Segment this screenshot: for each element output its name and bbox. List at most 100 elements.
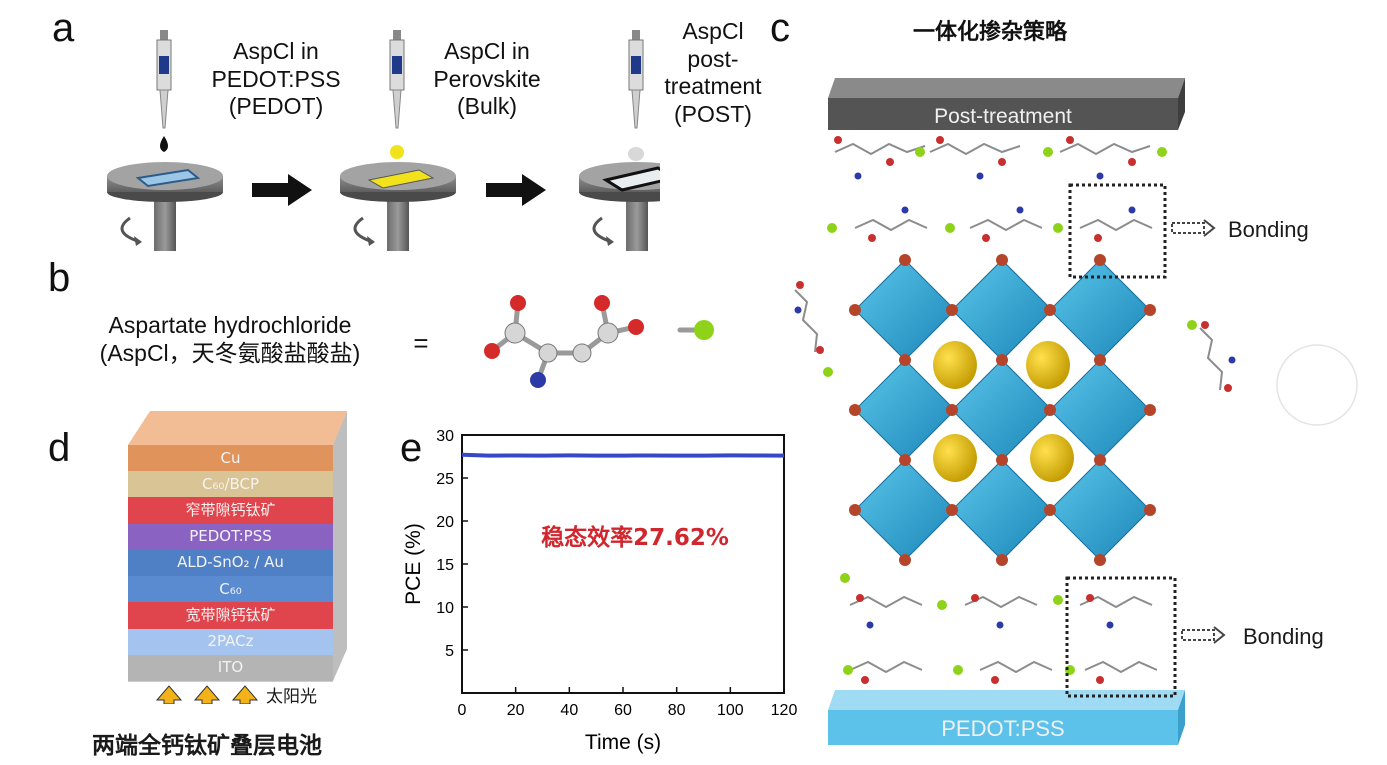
x-tick-label: 120: [771, 702, 798, 719]
pedot-pss-slab: [828, 690, 1185, 745]
x-tick-label: 0: [458, 702, 467, 719]
step-1-caption: AspCl in PEDOT:PSS (PEDOT): [196, 38, 356, 121]
caption-line: AspCl in: [444, 38, 530, 64]
panel-a-label: a: [52, 6, 75, 50]
x-tick-label: 20: [507, 702, 525, 719]
layer-label: ITO: [217, 658, 244, 677]
droplet-yellow: [390, 145, 404, 159]
arrow-icon: [252, 174, 312, 206]
caption-line: (POST): [674, 100, 752, 127]
arrow-icon: [486, 174, 546, 206]
sunlight-label: 太阳光: [266, 687, 317, 707]
caption-line: AspCl: [682, 18, 744, 44]
sun-arrow-icon: [231, 685, 259, 704]
spin-coater-step-1: [107, 30, 223, 251]
oxygen-atom: [594, 295, 610, 311]
layer: ITO: [128, 654, 333, 683]
pipette-icon: [156, 30, 172, 129]
bonding-arrow-icon: [1171, 219, 1226, 644]
layer-label: 2PACz: [207, 632, 254, 651]
bonding-box-bottom: [1065, 576, 1177, 698]
pedot-pss-label: PEDOT:PSS: [941, 716, 1065, 741]
layer: C₆₀/BCP: [128, 471, 333, 499]
layer-label: PEDOT:PSS: [189, 527, 272, 546]
a-site-cations: [933, 341, 1074, 482]
spin-coating-illustration: [107, 30, 660, 251]
layer: ALD-SnO₂ / Au: [128, 549, 333, 578]
layer-label: C₆₀: [219, 579, 242, 598]
caption-line: (Bulk): [456, 93, 518, 120]
empty-circle-marker: [1276, 344, 1358, 426]
nitrogen-atom: [530, 372, 546, 388]
panel-e-label: e: [400, 426, 423, 470]
bonding-box-top: [1068, 183, 1167, 279]
y-axis-label: PCE (%): [402, 523, 425, 605]
sun-arrow-icon: [193, 685, 221, 704]
layer: 窄带隙钙钛矿: [128, 497, 333, 526]
y-tick-label: 20: [436, 514, 454, 531]
stack-perspective: [128, 411, 347, 681]
oxygen-atom: [510, 295, 526, 311]
layer: Cu: [128, 445, 333, 473]
y-tick-label: 25: [436, 471, 454, 488]
bonding-label-top: Bonding: [1228, 217, 1309, 242]
molecule-name-en: Aspartate hydrochloride: [108, 312, 352, 338]
caption-line: AspCl in: [233, 38, 319, 64]
panel-d-caption: 两端全钙钛矿叠层电池: [92, 733, 322, 759]
y-tick-label: 15: [436, 557, 454, 574]
x-axis-label: Time (s): [585, 731, 661, 754]
panel-d-label: d: [48, 426, 71, 470]
caption-line: treatment: [664, 73, 762, 100]
x-tick-label: 80: [668, 702, 686, 719]
panel-b-label: b: [48, 256, 71, 300]
pce-stability-chart: 5 10 15 20 25 30 0 20 40 60 80 100 120 PCE (%) Time…: [402, 428, 798, 754]
step-3-caption: AspCl post- treatment (POST): [648, 18, 778, 128]
post-treatment-label: Post-treatment: [934, 105, 1072, 128]
layer-label: Cu: [220, 448, 241, 467]
caption-line: PEDOT:PSS: [211, 65, 341, 92]
layer-label: 窄带隙钙钛矿: [185, 501, 276, 520]
layer-label: C₆₀/BCP: [201, 474, 260, 493]
chlorine-atom: [694, 320, 714, 340]
perovskite-structure-diagram: [794, 78, 1358, 745]
droplet-white: [628, 147, 644, 161]
droplet-black: [160, 136, 168, 152]
bonding-label-bottom: Bonding: [1243, 624, 1324, 649]
caption-line: post-: [687, 45, 739, 72]
post-treatment-slab: [828, 78, 1185, 130]
panel-c-title: 一体化掺杂策略: [912, 20, 1067, 45]
plot-frame: [461, 434, 785, 694]
substrate-post: [602, 166, 660, 192]
oxygen-atom: [628, 319, 644, 335]
y-tick-label: 30: [436, 428, 454, 445]
equals-sign: =: [413, 328, 429, 358]
octahedra-lattice: [854, 259, 1151, 561]
layer-label: 宽带隙钙钛矿: [185, 605, 276, 624]
oxygen-atom: [484, 343, 500, 359]
x-tick-label: 60: [614, 702, 632, 719]
caption-line: Perovskite: [433, 65, 541, 92]
layer: PEDOT:PSS: [128, 523, 333, 552]
spin-coater-step-2: [340, 30, 456, 251]
molecule-name-cn: (AspCl，天冬氨酸盐酸盐): [99, 339, 361, 366]
spin-coater-step-3: [579, 30, 660, 251]
pce-series-line: [461, 452, 785, 458]
aspcl-molecule: [484, 295, 714, 388]
sunlight-arrows: [155, 685, 259, 704]
sun-arrow-icon: [155, 685, 183, 704]
molecule-name: Aspartate hydrochloride (AspCl，天冬氨酸盐酸盐): [60, 312, 400, 367]
layer: 2PACz: [128, 628, 333, 657]
y-tick-label: 10: [436, 600, 454, 617]
substrate-perovskite: [367, 169, 435, 189]
x-tick-label: 100: [717, 702, 744, 719]
step-2-caption: AspCl in Perovskite (Bulk): [412, 38, 562, 121]
steady-state-annotation: 稳态效率27.62%: [541, 524, 729, 551]
y-tick-label: 5: [445, 643, 454, 660]
x-tick-label: 40: [560, 702, 578, 719]
caption-line: (PEDOT): [228, 93, 324, 120]
panel-c-label: c: [770, 6, 790, 50]
substrate-pedot: [135, 168, 201, 188]
pipette-icon: [389, 30, 405, 129]
